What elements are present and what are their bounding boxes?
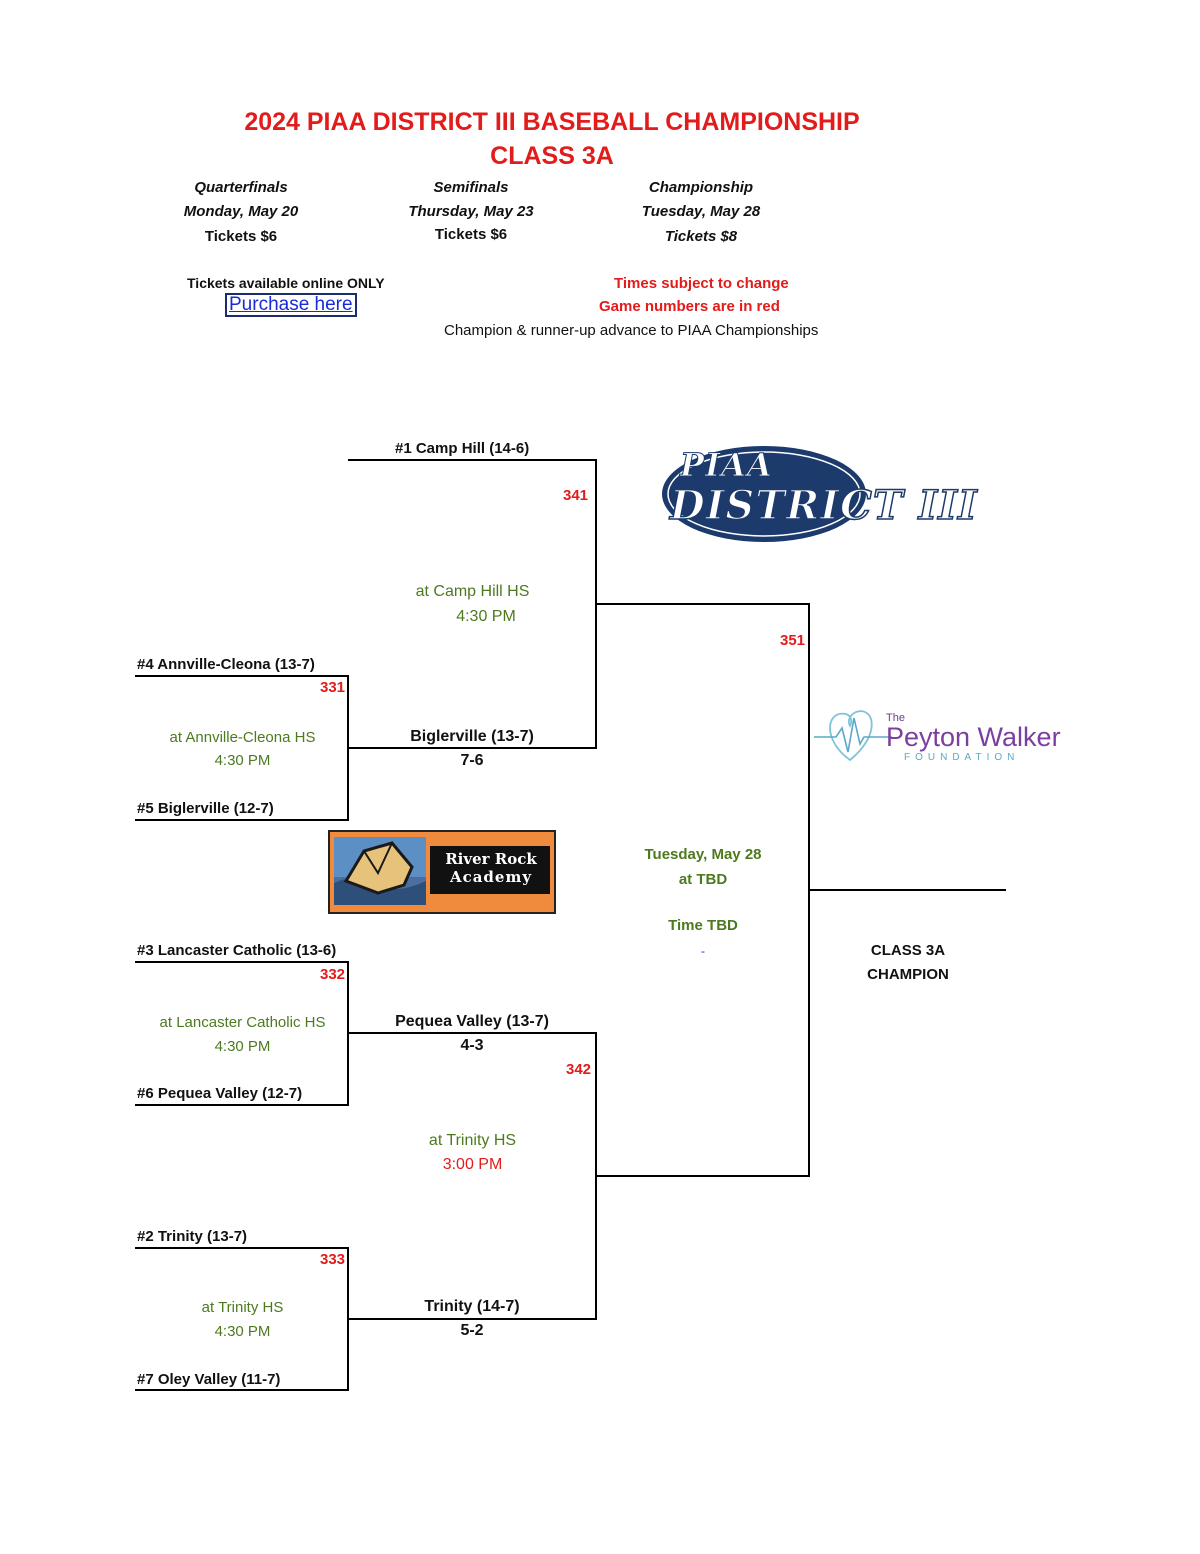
- bracket-line: [595, 603, 810, 605]
- venue-341: at Camp Hill HS: [415, 583, 530, 600]
- round-header-semifinals: Semifinals: [433, 179, 509, 196]
- bracket-line: [135, 819, 349, 821]
- venue-331: at Annville-Cleona HS: [169, 729, 316, 746]
- bracket-line: [348, 1032, 597, 1034]
- game-number-351: 351: [780, 632, 806, 649]
- team-seed3: #3 Lancaster Catholic (13-6): [137, 942, 337, 959]
- game-number-331: 331: [320, 679, 346, 696]
- bracket-line: [135, 1104, 349, 1106]
- piaa-district-logo: PIAA DISTRICT III: [660, 440, 977, 546]
- game-numbers-note: Game numbers are in red: [599, 298, 780, 315]
- page-subtitle: CLASS 3A: [490, 142, 614, 170]
- time-333: 4:30 PM: [214, 1323, 271, 1340]
- bracket-line: [808, 889, 1006, 891]
- bracket-line: [135, 961, 349, 963]
- venue-342: at Trinity HS: [428, 1132, 517, 1149]
- river-rock-line2: Academy: [449, 868, 533, 886]
- round-tickets-quarterfinals: Tickets $6: [204, 228, 278, 245]
- peyton-foundation-text: FOUNDATION: [904, 752, 1020, 763]
- tickets-online-note: Tickets available online ONLY: [187, 275, 385, 291]
- final-venue: at TBD: [678, 871, 728, 888]
- winner-333: Trinity (14-7): [424, 1298, 520, 1315]
- time-331: 4:30 PM: [214, 752, 271, 769]
- time-341: 4:30 PM: [456, 608, 516, 625]
- page-title: 2024 PIAA DISTRICT III BASEBALL CHAMPION…: [244, 108, 860, 136]
- bracket-line: [135, 1389, 349, 1391]
- district-logo-text: DISTRICT III: [669, 481, 978, 530]
- round-header-quarterfinals: Quarterfinals: [194, 179, 288, 196]
- winner-332: Pequea Valley (13-7): [395, 1013, 549, 1030]
- venue-333: at Trinity HS: [201, 1299, 284, 1316]
- heart-icon: [814, 710, 892, 762]
- river-rock-text-panel: [430, 846, 550, 894]
- round-date-quarterfinals: Monday, May 20: [183, 203, 299, 220]
- game-number-341: 341: [563, 487, 589, 504]
- champion-label-line2: CHAMPION: [867, 966, 949, 983]
- times-change-note: Times subject to change: [614, 275, 789, 292]
- purchase-link[interactable]: Purchase here: [225, 293, 357, 317]
- round-header-championship: Championship: [648, 179, 754, 196]
- score-333: 5-2: [460, 1322, 484, 1339]
- bracket-line: [135, 675, 349, 677]
- team-seed6: #6 Pequea Valley (12-7): [137, 1085, 303, 1102]
- piaa-logo-text: PIAA: [680, 446, 773, 485]
- peyton-name-text: Peyton Walker: [886, 722, 1061, 752]
- winner-331: Biglerville (13-7): [410, 728, 534, 745]
- peyton-walker-logo: The Peyton Walker FOUNDATION: [812, 700, 1074, 766]
- advance-note: Champion & runner-up advance to PIAA Cha…: [444, 322, 819, 339]
- bracket-line: [135, 1247, 349, 1249]
- champion-label-line1: CLASS 3A: [870, 942, 946, 959]
- final-date: Tuesday, May 28: [644, 846, 762, 863]
- bracket-line: [348, 747, 597, 749]
- score-332: 4-3: [460, 1037, 484, 1054]
- final-time: Time TBD: [668, 917, 738, 934]
- game-number-342: 342: [566, 1061, 592, 1078]
- time-332: 4:30 PM: [214, 1038, 271, 1055]
- score-331: 7-6: [460, 752, 484, 769]
- round-tickets-championship: Tickets $8: [664, 228, 738, 245]
- round-tickets-semifinals: Tickets $6: [434, 226, 508, 243]
- river-rock-logo: River Rock Academy: [328, 830, 556, 914]
- peyton-the-text: The: [886, 712, 905, 724]
- bracket-line: [595, 1175, 810, 1177]
- bracket-line: [348, 459, 596, 461]
- game-number-333: 333: [320, 1251, 346, 1268]
- team-seed7: #7 Oley Valley (11-7): [137, 1371, 281, 1388]
- rock-image: [334, 837, 426, 905]
- team-seed4: #4 Annville-Cleona (13-7): [137, 656, 315, 673]
- round-date-semifinals: Thursday, May 23: [408, 203, 534, 220]
- time-342: 3:00 PM: [442, 1156, 503, 1173]
- game-number-332: 332: [320, 966, 346, 983]
- river-rock-line1: River Rock: [445, 850, 537, 868]
- venue-332: at Lancaster Catholic HS: [159, 1014, 326, 1031]
- round-date-championship: Tuesday, May 28: [641, 203, 761, 220]
- team-seed5: #5 Biglerville (12-7): [137, 800, 274, 817]
- bracket-line: [348, 1318, 597, 1320]
- team-seed2: #2 Trinity (13-7): [137, 1228, 248, 1245]
- final-extra: -: [701, 944, 705, 958]
- team-seed1: #1 Camp Hill (14-6): [395, 440, 530, 457]
